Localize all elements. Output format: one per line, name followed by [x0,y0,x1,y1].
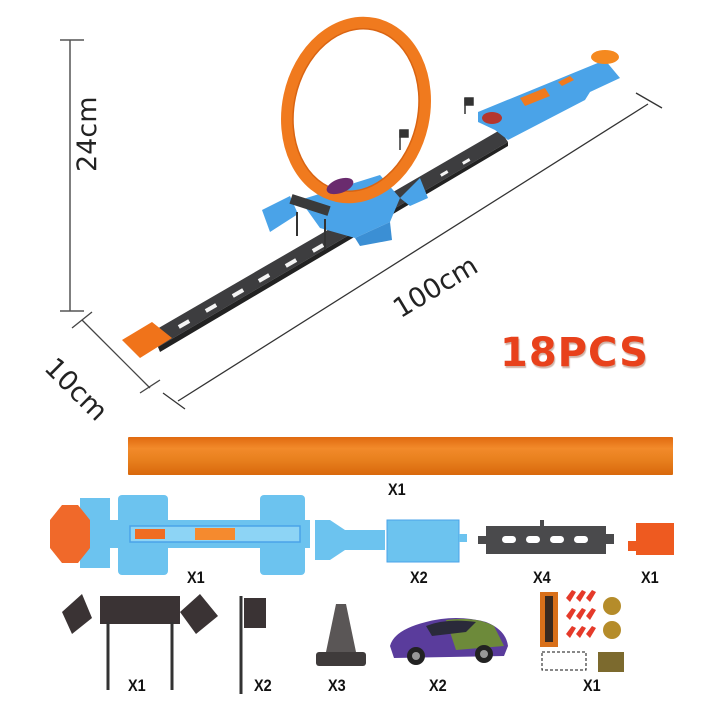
flags-assembled [399,97,474,150]
orange-loop [281,16,431,204]
orange-end-cap-assembled [122,322,172,358]
qty-finish-gate: X1 [128,676,146,695]
car-on-loop [326,177,354,195]
qty-flag-pole: X2 [254,676,272,695]
qty-traffic-cone: X3 [328,676,346,695]
height-dimension-line [60,39,84,312]
length-dimension-line [162,92,663,410]
part-finish-gate [62,594,218,690]
part-die-cast-car [390,618,508,665]
finish-sign [289,194,331,216]
qty-die-cast-car: X2 [429,676,447,695]
part-sticker-sheet [540,590,624,672]
straight-track-assembled [150,130,508,352]
part-orange-end-cap [628,523,674,555]
part-launcher [50,495,310,575]
part-flag-pole [239,596,266,694]
height-label: 24cm [72,96,103,172]
launcher-assembled [478,50,620,140]
qty-orange-end-cap: X1 [641,568,659,587]
qty-sticker-sheet: X1 [583,676,601,695]
part-traffic-cone [316,604,366,666]
part-long-orange-track [128,437,673,475]
assembled-track-illustration [60,16,663,410]
car-on-launcher [482,112,502,124]
qty-connector-ramp: X2 [410,568,428,587]
qty-long-orange-track: X1 [388,480,406,499]
part-black-track [478,520,614,554]
qty-launcher: X1 [187,568,205,587]
qty-black-track: X4 [533,568,551,587]
depth-dimension-line [71,311,161,394]
part-connector-ramp [315,519,467,563]
piece-count-badge: 18PCS [500,330,649,376]
